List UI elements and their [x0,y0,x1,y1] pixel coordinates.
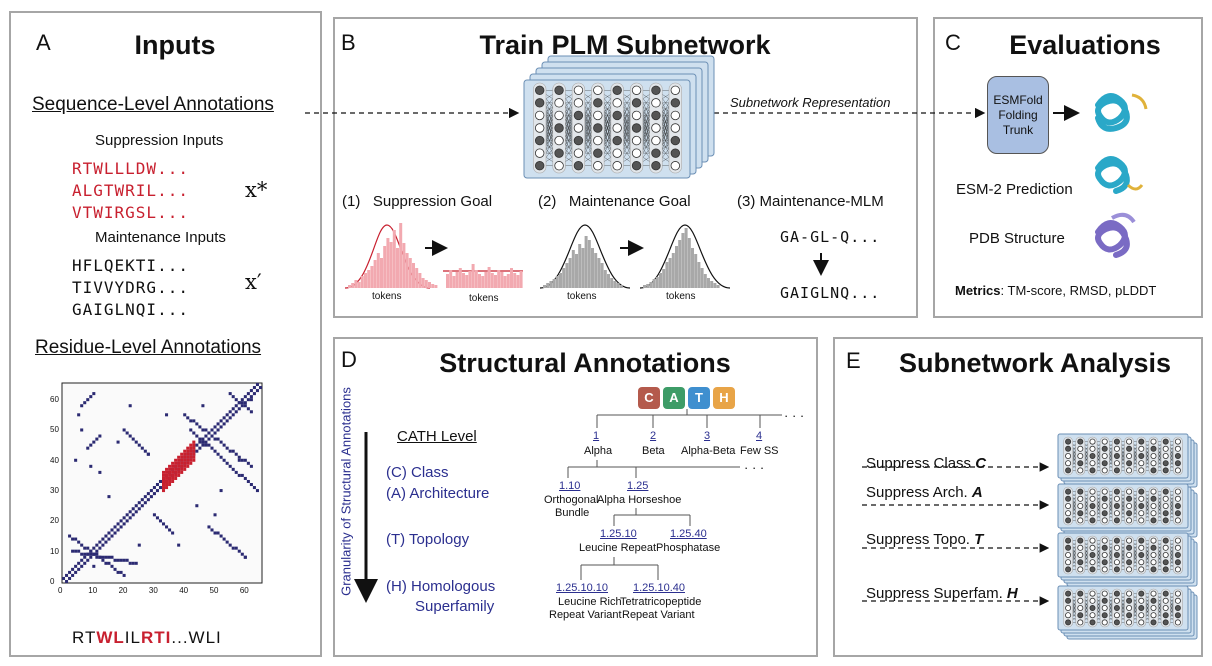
class-name-2: Beta [642,445,665,457]
suppression-seq-3: VTWIRGSL... [72,203,189,222]
class-ellipsis: · · · [784,408,805,423]
superfam-name-2b: Repeat Variant [622,609,695,621]
panel-structural [333,337,818,657]
suppress-row-class: Suppress Class C [866,455,987,472]
sequence-level-heading: Sequence-Level Annotations [32,94,274,115]
esm2-prediction-label: ESM-2 Prediction [956,181,1073,198]
superfam-name-2: Tetratricopeptide [620,596,702,608]
class-code-3[interactable]: 3 [704,430,711,442]
seq-part-highlight: RTI [140,628,172,647]
topo-code-2[interactable]: 1.25.40 [670,528,707,540]
level-superfamily: Superfamily [415,598,495,615]
cath-badge-t: T [688,387,710,409]
arch-name-1b: Bundle [555,507,590,519]
contact-map-x-tick: 20 [118,586,128,595]
arch-name-2: Alpha Horseshoe [597,494,682,506]
class-name-4: Few SS [740,445,779,457]
maintenance-seq-1: HFLQEKTI... [72,256,189,275]
contact-map-x-tick: 0 [58,586,63,595]
topo-name-2: Phosphatase [656,542,721,554]
tokens-label-4: tokens [666,291,696,302]
residue-sequence: RTWLILRTI...WLI [72,628,222,648]
class-code-4[interactable]: 4 [756,430,763,442]
contact-map-y-tick: 60 [50,395,59,405]
level-homologous: (H) Homologous [386,578,496,595]
level-class: (C) Class [386,464,449,481]
suppression-inputs-label: Suppression Inputs [95,132,224,149]
seq-part: IL [124,628,141,647]
contact-map-x-tick: 30 [148,586,158,595]
x-prime-symbol: x′ [245,270,262,294]
arch-name-1: Orthogonal [544,494,599,506]
cath-badge-c: C [638,387,660,409]
superfam-code-1[interactable]: 1.25.10.10 [556,582,608,594]
cath-badge-a: A [663,387,685,409]
subnetwork-representation-label: Subnetwork Representation [730,95,891,110]
panel-d-title: Structural Annotations [439,348,731,378]
seq-part: ...WLI [171,628,222,647]
superfam-code-2[interactable]: 1.25.10.40 [633,582,685,594]
panel-a-title: Inputs [134,30,216,60]
panel-train [333,17,918,318]
contact-map-x-tick: 10 [88,586,98,595]
granularity-axis-label: Granularity of Structural Annotations [338,387,354,596]
contact-map-y-tick: 50 [50,425,59,435]
contact-map-x-tick: 40 [179,586,189,595]
seq-part-highlight: WL [96,628,125,647]
cath-badge-h: H [713,387,735,409]
level-architecture: (A) Architecture [386,485,490,502]
superfam-name-1: Leucine Rich [558,596,622,608]
panel-e-title: Subnetwork Analysis [898,348,1172,378]
mlm-masked-seq: GA-GL-Q... [780,228,881,246]
class-name-1: Alpha [584,445,613,457]
tokens-label-2: tokens [469,293,499,304]
superfam-name-1b: Repeat Variant [549,609,622,621]
level-topology: (T) Topology [386,531,470,548]
suppression-seq-1: RTWLLLDW... [72,159,189,178]
suppress-row-arch: Suppress Arch. A [866,484,983,501]
contact-map-y-tick: 40 [50,455,59,465]
panel-evaluations [933,17,1203,318]
goal-1-label: (1) Suppression Goal [342,193,493,210]
class-code-2[interactable]: 2 [650,430,657,442]
suppress-row-superfam: Suppress Superfam. H [866,585,1018,602]
goal-3-label: (3) Maintenance-MLM [737,193,884,210]
panel-e-letter: E [846,348,861,373]
panel-c-letter: C [945,30,961,55]
arch-ellipsis: · · · [744,460,765,475]
class-name-3: Alpha-Beta [681,445,736,457]
panel-b-letter: B [341,30,356,55]
mlm-filled-seq: GAIGLNQ... [780,284,881,302]
suppression-seq-2: ALGTWRIL... [72,181,189,200]
seq-part: RT [72,628,97,647]
x-star-symbol: x* [245,178,268,202]
tokens-label-1: tokens [372,291,402,302]
contact-map-y-tick: 0 [50,577,55,586]
tokens-label-3: tokens [567,291,597,302]
esmfold-box: ESMFold Folding Trunk [987,76,1049,154]
maintenance-seq-3: GAIGLNQI... [72,300,189,319]
cath-level-heading: CATH Level [397,428,477,445]
suppress-row-topo: Suppress Topo. T [866,531,984,548]
residue-level-heading: Residue-Level Annotations [35,337,262,358]
arch-code-1[interactable]: 1.10 [559,480,581,492]
contact-map-y-tick: 10 [50,546,59,556]
metrics-line: Metrics: TM-score, RMSD, pLDDT [955,283,1157,298]
contact-map-x-tick: 50 [209,586,219,595]
pdb-structure-label: PDB Structure [969,230,1065,247]
maintenance-inputs-label: Maintenance Inputs [95,229,226,246]
class-code-1[interactable]: 1 [593,430,600,442]
contact-map-y-tick: 30 [50,486,59,496]
panel-a-letter: A [36,30,51,55]
topo-name-1: Leucine Repeat [579,542,657,554]
contact-map-x-tick: 60 [239,586,249,595]
topo-code-1[interactable]: 1.25.10 [600,528,637,540]
contact-map-y-tick: 20 [50,516,59,526]
panel-d-letter: D [341,347,357,372]
maintenance-seq-2: TIVVYDRG... [72,278,189,297]
panel-b-title: Train PLM Subnetwork [479,30,771,60]
arch-code-2[interactable]: 1.25 [627,480,649,492]
panel-c-title: Evaluations [1009,30,1161,60]
goal-2-label: (2) Maintenance Goal [538,193,691,210]
